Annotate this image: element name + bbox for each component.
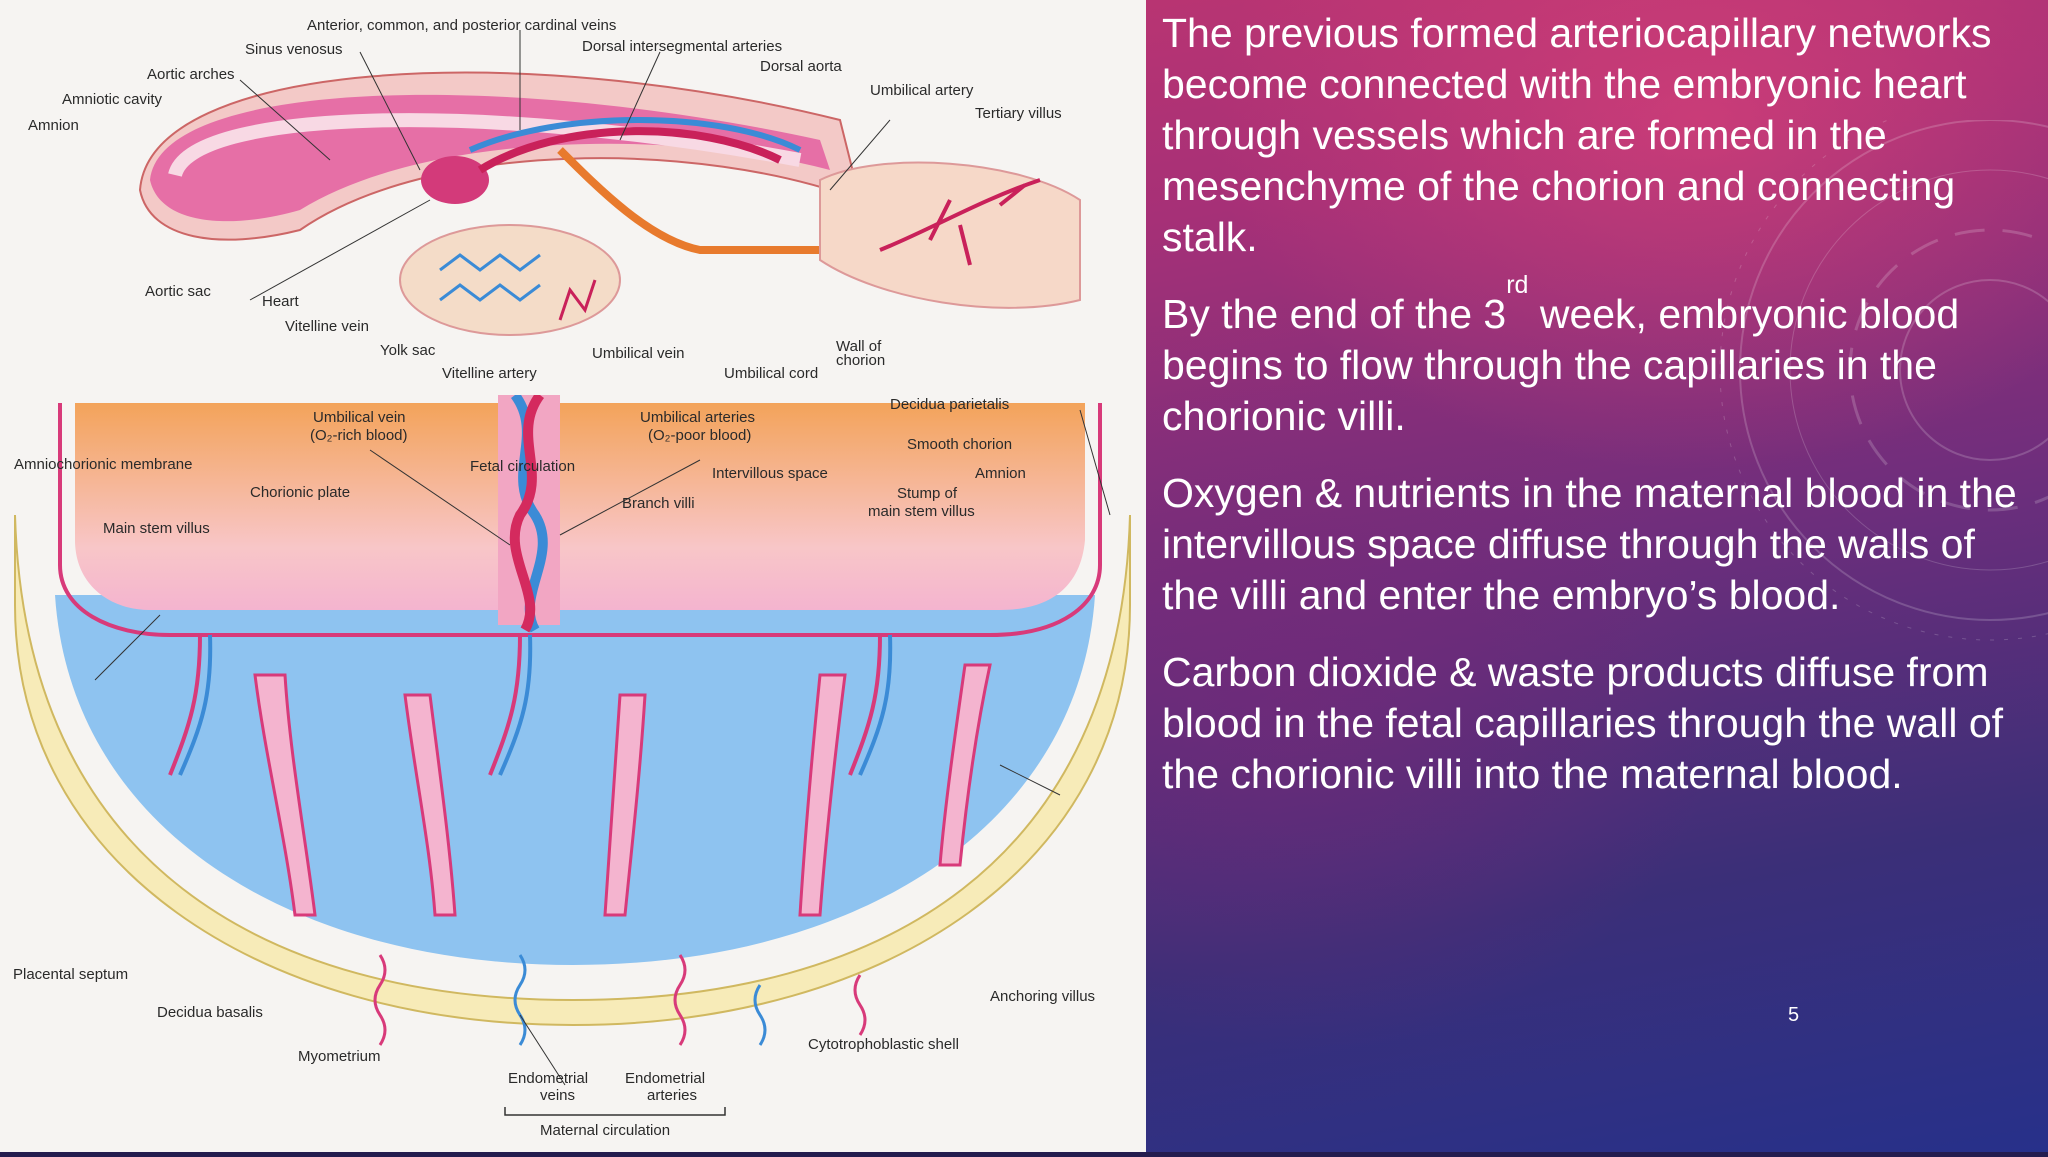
label-endometrial-veins-1: Endometrial	[508, 1070, 588, 1087]
paragraph-4: Carbon dioxide & waste products diffuse …	[1162, 649, 2004, 797]
label-branch-villi: Branch villi	[622, 495, 695, 512]
label-dorsal-intersegmental: Dorsal intersegmental arteries	[582, 38, 782, 55]
label-dorsal-aorta: Dorsal aorta	[760, 58, 842, 75]
embryo-circulation-figure: Anterior, common, and posterior cardinal…	[0, 0, 1146, 395]
label-anchoring-villus: Anchoring villus	[990, 988, 1095, 1005]
label-main-stem-villus: Main stem villus	[103, 520, 210, 537]
embryo-circulation-diagram: Anterior, common, and posterior cardinal…	[28, 17, 1081, 382]
label-umbilical-vein-2: (O₂-rich blood)	[310, 427, 408, 444]
label-tertiary-villus: Tertiary villus	[975, 105, 1062, 122]
placenta-figure: Umbilical vein (O₂-rich blood) Umbilical…	[0, 392, 1146, 1152]
paragraph-2-end: week, embryonic blood begins to flow thr…	[1162, 291, 1960, 439]
label-amniotic-cavity: Amniotic cavity	[62, 91, 163, 108]
label-vitelline-artery: Vitelline artery	[442, 365, 537, 382]
label-sinus-venosus: Sinus venosus	[245, 41, 343, 58]
label-amniochorionic-membrane: Amniochorionic membrane	[14, 456, 192, 473]
label-intervillous-space: Intervillous space	[712, 465, 828, 482]
label-aortic-sac: Aortic sac	[145, 283, 211, 300]
label-decidua-basalis: Decidua basalis	[157, 1004, 263, 1021]
label-cardinal-veins: Anterior, common, and posterior cardinal…	[307, 17, 616, 34]
label-umbilical-vein-top: Umbilical vein	[592, 345, 685, 362]
paragraph-2-superscript: rd	[1506, 271, 1529, 299]
label-yolk-sac: Yolk sac	[380, 342, 436, 359]
decorative-dial-graphic	[1719, 120, 2048, 641]
paragraph-2-start: By the end of the 3	[1162, 291, 1507, 337]
slide-page-number: 5	[1788, 1004, 1800, 1026]
label-umbilical-arteries-2: (O₂-poor blood)	[648, 427, 751, 444]
label-stump-1: Stump of	[897, 485, 958, 502]
label-stump-2: main stem villus	[868, 503, 975, 520]
paragraph-3: Oxygen & nutrients in the maternal blood…	[1162, 470, 2017, 618]
slide-body-text: The previous formed arteriocapillary net…	[1162, 8, 2022, 826]
label-endometrial-arteries-2: arteries	[647, 1087, 697, 1104]
label-amnion-top: Amnion	[28, 117, 79, 134]
label-amnion-bottom: Amnion	[975, 465, 1026, 482]
label-umbilical-arteries-1: Umbilical arteries	[640, 409, 755, 426]
label-chorionic-plate: Chorionic plate	[250, 484, 350, 501]
placenta-diagram: Umbilical vein (O₂-rich blood) Umbilical…	[13, 392, 1131, 1139]
label-maternal-circulation: Maternal circulation	[540, 1122, 670, 1139]
paragraph-2: By the end of the 3rd week, embryonic bl…	[1162, 273, 2022, 442]
label-vitelline-vein: Vitelline vein	[285, 318, 369, 335]
label-cytotrophoblastic-shell: Cytotrophoblastic shell	[808, 1036, 959, 1053]
label-endometrial-veins-2: veins	[540, 1087, 575, 1104]
label-decidua-parietalis: Decidua parietalis	[890, 396, 1009, 413]
label-aortic-arches: Aortic arches	[147, 66, 235, 83]
label-umbilical-cord: Umbilical cord	[724, 365, 818, 382]
label-wall-of-chorion-1: Wall of	[836, 338, 882, 355]
label-endometrial-arteries-1: Endometrial	[625, 1070, 705, 1087]
label-smooth-chorion: Smooth chorion	[907, 436, 1012, 453]
label-heart: Heart	[262, 293, 300, 310]
label-fetal-circulation: Fetal circulation	[470, 458, 575, 475]
label-umbilical-artery: Umbilical artery	[870, 82, 974, 99]
label-placental-septum: Placental septum	[13, 966, 128, 983]
label-myometrium: Myometrium	[298, 1048, 381, 1065]
label-wall-of-chorion-2: chorion	[836, 352, 885, 369]
paragraph-1: The previous formed arteriocapillary net…	[1162, 10, 1992, 260]
label-umbilical-vein-1: Umbilical vein	[313, 409, 406, 426]
